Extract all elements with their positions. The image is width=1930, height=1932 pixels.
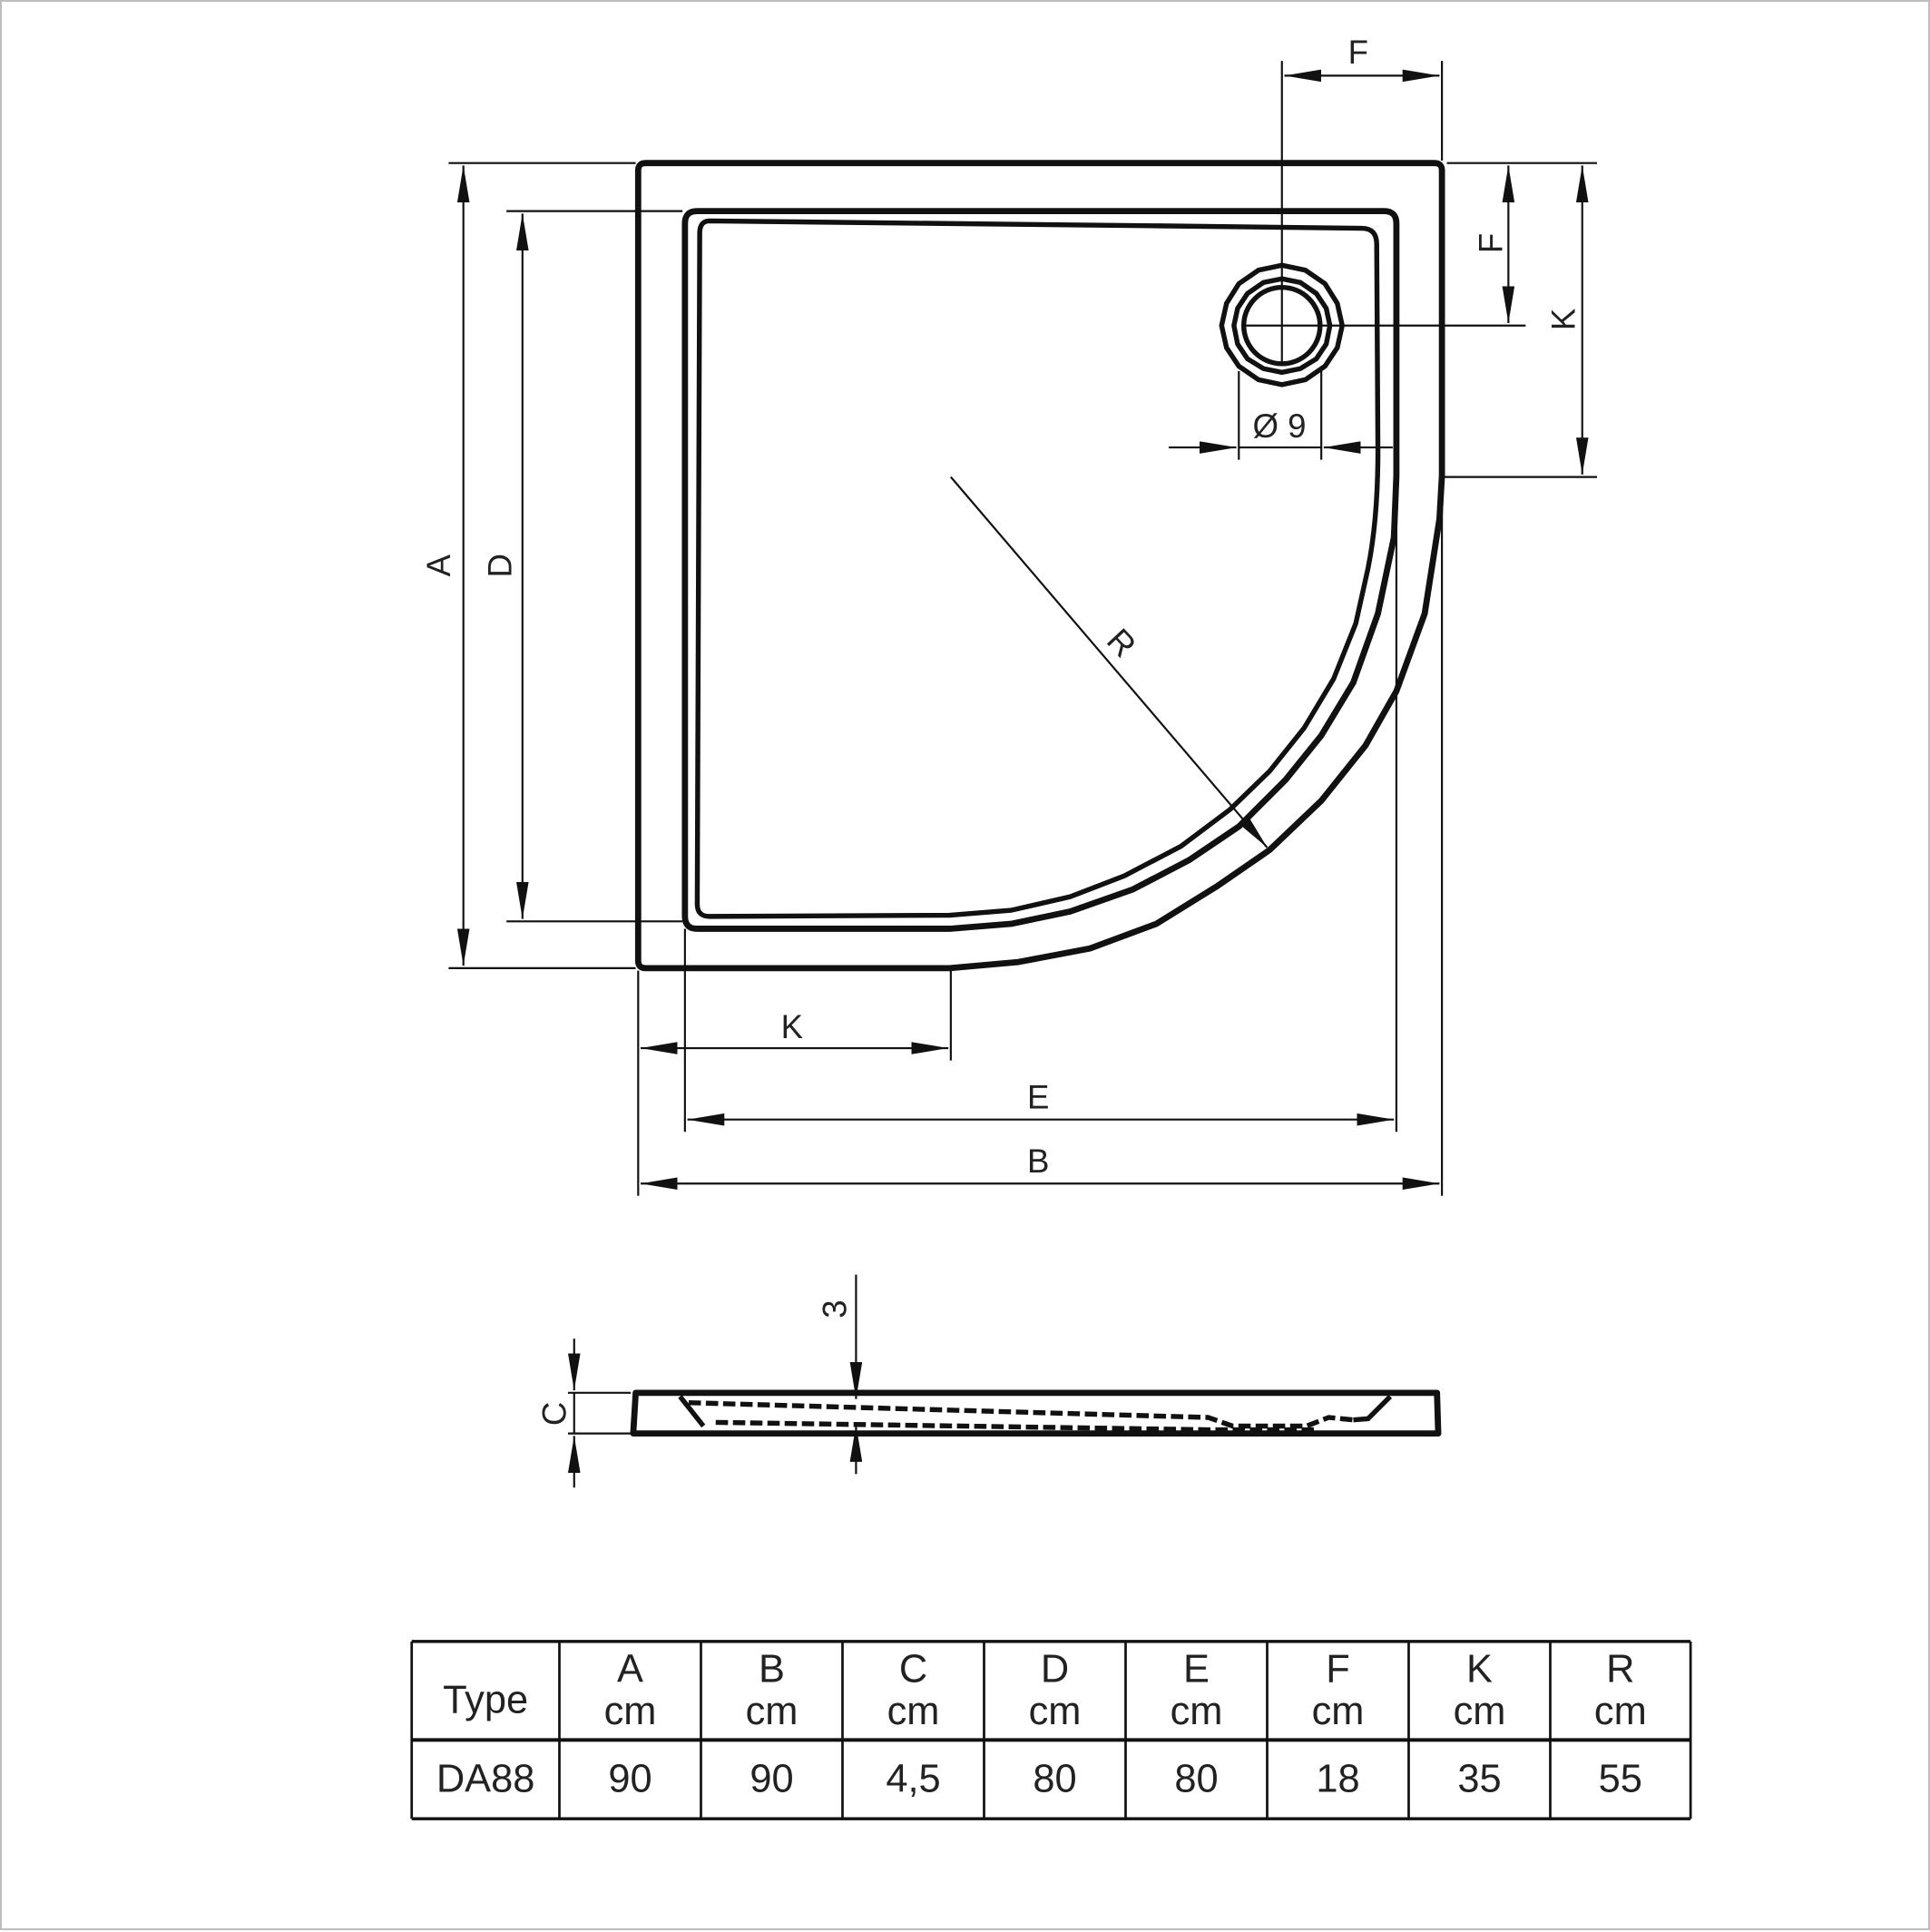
header-b: B [759,1648,785,1692]
label-F-top: F [1348,34,1368,71]
section-outline [630,1389,1442,1437]
header-e: E [1183,1648,1210,1692]
header-unit: cm [887,1690,940,1733]
label-depth: 3 [817,1299,854,1318]
dim-R [950,476,1269,848]
header-unit: cm [746,1690,798,1733]
table-cell: 90 [608,1757,651,1800]
section-view: C 3 [535,1274,1442,1488]
table-cell: 90 [749,1757,793,1800]
label-K-side: K [1545,309,1582,330]
label-K-bottom: K [781,1008,803,1045]
table-cell: 80 [1174,1757,1218,1800]
table-cell: 80 [1033,1757,1076,1800]
label-C: C [535,1402,573,1426]
label-B: B [1027,1143,1049,1180]
header-k: K [1466,1648,1493,1692]
header-unit: cm [1171,1690,1223,1733]
header-unit: cm [1454,1690,1506,1733]
label-drain: Ø 9 [1253,407,1307,445]
label-A: A [420,554,457,576]
label-D: D [482,554,519,577]
header-r: R [1606,1648,1634,1692]
table-cell: DA88 [436,1757,535,1800]
header-f: F [1326,1648,1350,1692]
header-unit: cm [1029,1690,1082,1733]
plan-view: A D F F K K E B Ø 9 R [420,34,1598,1196]
header-unit: cm [604,1690,657,1733]
label-F-side: F [1473,233,1510,253]
tray-rim [681,208,1400,932]
tray-basin [694,218,1381,919]
header-unit: cm [1594,1690,1647,1733]
table-cell: 18 [1316,1757,1359,1800]
tray-outline [634,160,1445,972]
table-cell: 4,5 [886,1757,940,1800]
label-E: E [1027,1078,1049,1115]
header-d: D [1041,1648,1069,1692]
table-cell: 55 [1599,1757,1642,1800]
header-c: C [899,1648,927,1692]
header-a: A [617,1648,643,1692]
header-unit: cm [1312,1690,1365,1733]
header-type: Type [443,1679,528,1722]
table-cell: 35 [1457,1757,1501,1800]
